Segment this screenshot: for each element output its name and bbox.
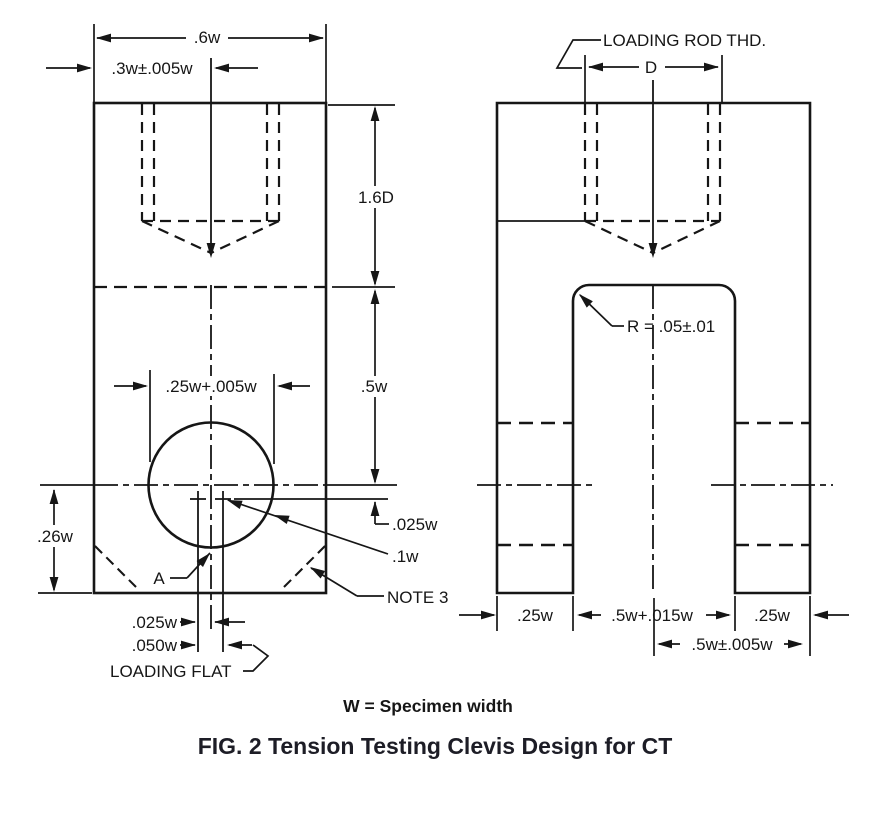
label-mask xyxy=(186,28,228,47)
arrowhead xyxy=(49,577,59,592)
dim-25w-label: .25w+.005w xyxy=(165,377,257,396)
dim-5w-label: .5w xyxy=(361,377,388,396)
right-view: LOADING ROD THD. D R = .05±.01 .25w .5w+… xyxy=(459,31,849,656)
arrowhead xyxy=(206,243,216,258)
arrowhead xyxy=(481,610,496,620)
right-dimension-lines xyxy=(459,39,849,656)
point-a-label: A xyxy=(153,569,165,588)
dim-025w-bottom-label: .025w xyxy=(132,613,178,632)
arrowhead xyxy=(181,617,196,627)
label-mask xyxy=(640,57,664,77)
arrowhead xyxy=(588,62,603,72)
left-dimension-lines xyxy=(38,24,395,672)
dim-5w005-label: .5w±.005w xyxy=(691,635,773,654)
label-mask xyxy=(352,187,400,207)
label-mask xyxy=(33,526,78,546)
arrowhead xyxy=(214,617,229,627)
dim-3w-label: .3w±.005w xyxy=(111,59,193,78)
dim-6w-label: .6w xyxy=(194,28,221,47)
arrowhead xyxy=(716,610,731,620)
arrowhead xyxy=(309,33,324,43)
arrowhead xyxy=(277,381,292,391)
arrowhead xyxy=(274,515,290,525)
loading-flat-label: LOADING FLAT xyxy=(110,662,232,681)
arrowhead xyxy=(133,381,148,391)
dimension-arrowheads xyxy=(49,33,828,650)
arrowhead xyxy=(370,271,380,286)
dim-16d-label: 1.6D xyxy=(358,188,394,207)
arrowhead xyxy=(370,106,380,121)
arrowhead xyxy=(577,610,592,620)
arrowhead xyxy=(227,640,242,650)
left-view: .6w .3w±.005w 1.6D .5w .25w+.005w .025w … xyxy=(33,24,448,681)
left-thread-hidden-lines xyxy=(140,104,281,254)
arrowhead xyxy=(96,33,111,43)
corner-radius-label: R = .05±.01 xyxy=(627,317,715,336)
arrowhead xyxy=(704,62,719,72)
dim-025w-side-label: .025w xyxy=(392,515,438,534)
label-mask xyxy=(157,376,265,396)
arrowhead xyxy=(579,294,593,308)
dim-25w-right-label: .25w xyxy=(754,606,791,625)
loading-hole-circle xyxy=(147,421,275,549)
arrowhead xyxy=(196,553,210,567)
dim-1w-label: .1w xyxy=(392,547,419,566)
arrowhead xyxy=(310,567,326,579)
loading-rod-thd-label: LOADING ROD THD. xyxy=(603,31,766,50)
leg-hidden-lines xyxy=(497,421,810,547)
arrowhead xyxy=(788,639,803,649)
left-body-outline xyxy=(92,101,328,595)
caption: W = Specimen width FIG. 2 Tension Testin… xyxy=(198,696,673,759)
arrowhead xyxy=(370,501,380,516)
arrowhead xyxy=(813,610,828,620)
label-mask xyxy=(356,377,394,396)
arrowhead xyxy=(370,469,380,484)
right-body-outline xyxy=(495,101,812,595)
chamfer-right-hidden xyxy=(279,545,326,592)
loading-flat-marks xyxy=(190,491,388,652)
arrowhead xyxy=(657,639,672,649)
note3-label: NOTE 3 xyxy=(387,588,448,607)
specimen-width-legend: W = Specimen width xyxy=(343,696,513,716)
arrowhead xyxy=(49,489,59,504)
chamfer-left-hidden xyxy=(94,545,141,592)
arrowhead xyxy=(648,243,658,258)
dim-5w015-label: .5w+.015w xyxy=(611,606,693,625)
arrowhead xyxy=(214,63,229,73)
arrowhead xyxy=(370,289,380,304)
right-thread-hidden-lines xyxy=(583,104,722,254)
arrowhead xyxy=(181,640,196,650)
dim-050w-label: .050w xyxy=(132,636,178,655)
figure-title: FIG. 2 Tension Testing Clevis Design for… xyxy=(198,733,673,759)
arrowhead xyxy=(77,63,92,73)
dim-25w-left-label: .25w xyxy=(517,606,554,625)
arrowhead xyxy=(227,500,243,510)
dim-26w-label: .26w xyxy=(37,527,74,546)
dim-d-label: D xyxy=(645,58,657,77)
